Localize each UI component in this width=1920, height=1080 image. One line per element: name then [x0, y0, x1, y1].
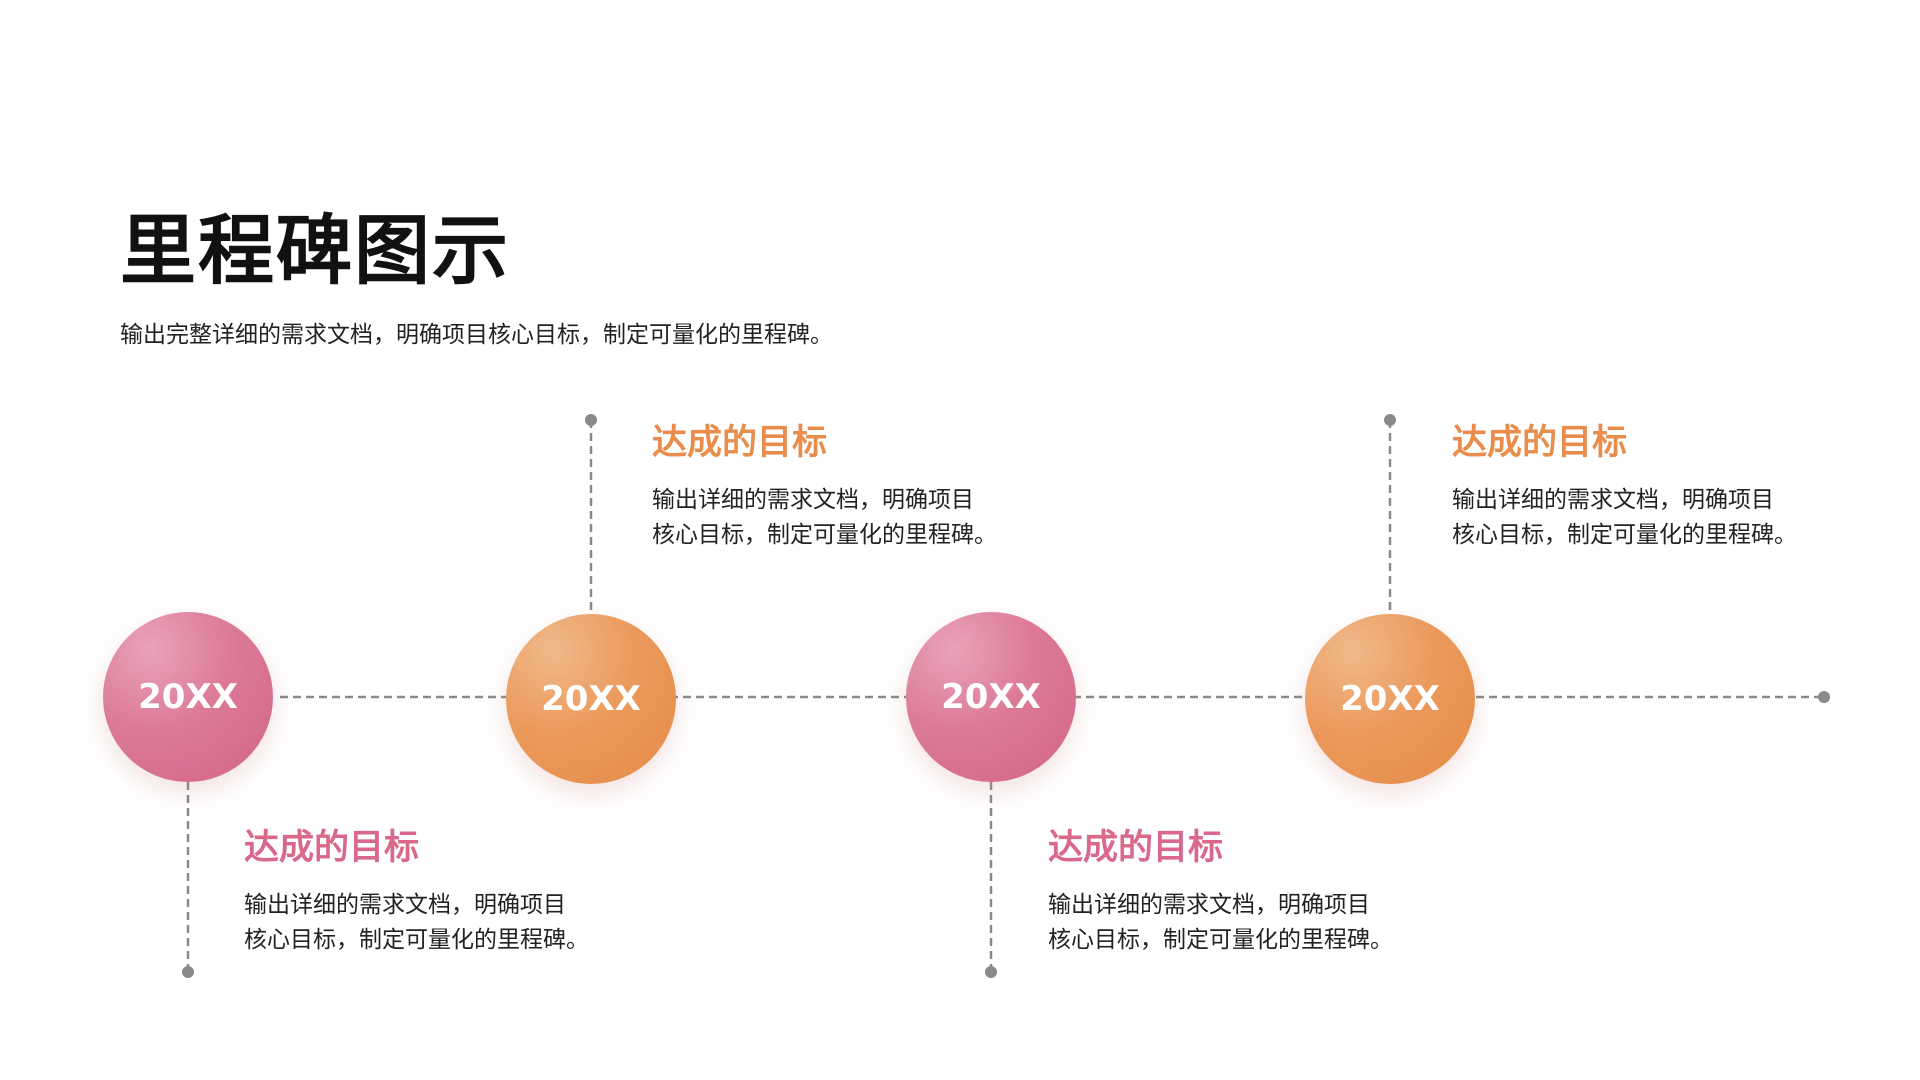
milestone-title-3: 达成的目标 [1048, 828, 1224, 868]
page-title: 里程碑图示 [120, 206, 510, 295]
milestone-circle-1: 20XX [103, 612, 273, 782]
milestone-text-4-line1: 输出详细的需求文档，明确项目 [1452, 487, 1774, 513]
milestone-title-4: 达成的目标 [1452, 423, 1628, 463]
connector-3-dot [985, 966, 997, 978]
milestone-text-1: 输出详细的需求文档，明确项目 核心目标，制定可量化的里程碑。 [244, 888, 634, 958]
milestone-text-2: 输出详细的需求文档，明确项目 核心目标，制定可量化的里程碑。 [652, 483, 1042, 553]
milestone-desc-1: 达成的目标 输出详细的需求文档，明确项目 核心目标，制定可量化的里程碑。 [244, 831, 634, 958]
milestone-desc-2: 达成的目标 输出详细的需求文档，明确项目 核心目标，制定可量化的里程碑。 [652, 426, 1042, 553]
milestone-desc-3: 达成的目标 输出详细的需求文档，明确项目 核心目标，制定可量化的里程碑。 [1048, 831, 1438, 958]
milestone-circle-3: 20XX [906, 612, 1076, 782]
milestone-year-4: 20XX [1340, 679, 1440, 719]
connector-1-dot [182, 966, 194, 978]
connector-4-dot [1384, 414, 1396, 426]
milestone-circle-2: 20XX [506, 614, 676, 784]
milestone-title-2: 达成的目标 [652, 423, 828, 463]
timeline-end-dot [1818, 691, 1830, 703]
milestone-text-4-line2: 核心目标，制定可量化的里程碑。 [1452, 522, 1797, 548]
milestone-desc-4: 达成的目标 输出详细的需求文档，明确项目 核心目标，制定可量化的里程碑。 [1452, 426, 1842, 553]
milestone-text-2-line2: 核心目标，制定可量化的里程碑。 [652, 522, 997, 548]
milestone-circle-4: 20XX [1305, 614, 1475, 784]
milestone-text-4: 输出详细的需求文档，明确项目 核心目标，制定可量化的里程碑。 [1452, 483, 1842, 553]
milestone-text-2-line1: 输出详细的需求文档，明确项目 [652, 487, 974, 513]
connector-2-dot [585, 414, 597, 426]
milestone-year-1: 20XX [138, 677, 238, 717]
milestone-text-3: 输出详细的需求文档，明确项目 核心目标，制定可量化的里程碑。 [1048, 888, 1438, 958]
milestone-text-1-line1: 输出详细的需求文档，明确项目 [244, 892, 566, 918]
milestone-year-2: 20XX [541, 679, 641, 719]
milestone-title-1: 达成的目标 [244, 828, 420, 868]
milestone-text-3-line1: 输出详细的需求文档，明确项目 [1048, 892, 1370, 918]
milestone-text-1-line2: 核心目标，制定可量化的里程碑。 [244, 927, 589, 953]
page-subtitle: 输出完整详细的需求文档，明确项目核心目标，制定可量化的里程碑。 [120, 322, 833, 348]
milestone-text-3-line2: 核心目标，制定可量化的里程碑。 [1048, 927, 1393, 953]
milestone-year-3: 20XX [941, 677, 1041, 717]
